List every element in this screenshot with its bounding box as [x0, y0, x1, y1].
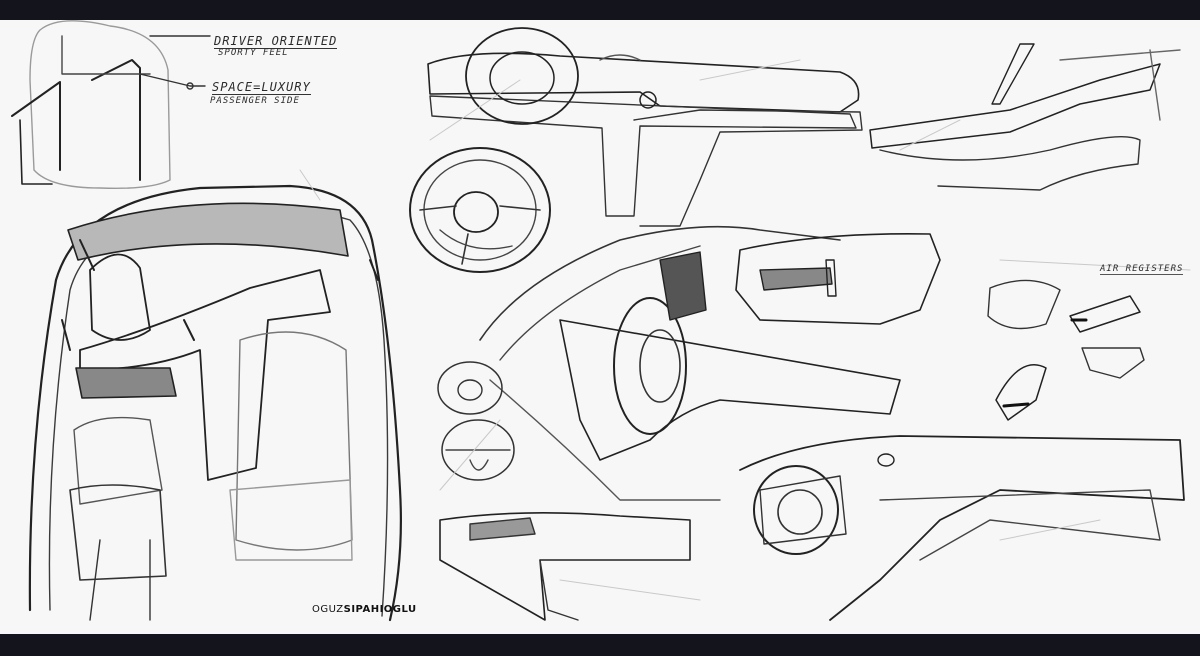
dashboard-bottom-right — [739, 435, 1185, 621]
steering-wheel-sketch — [409, 147, 551, 273]
console-sketch-right — [869, 43, 1181, 191]
small-wheel-sketches — [437, 361, 515, 481]
artist-signature: OGUZSIPAHIOGLU — [312, 604, 417, 615]
sketch-sheet: DRIVER ORIENTED SPORTY FEEL SPACE=LUXURY… — [0, 20, 1200, 634]
annotation-sporty-feel: SPORTY FEEL — [218, 48, 289, 58]
annotation-air-registers: AIR REGISTERS — [1100, 264, 1184, 275]
sketch-drawing — [11, 20, 1191, 622]
signature-first-name: OGUZ — [312, 604, 344, 615]
signature-last-name: SIPAHIOGLU — [343, 604, 417, 615]
small-cockpit-sketch — [11, 20, 211, 189]
dashboard-low-view — [439, 512, 691, 621]
dashboard-perspective-top — [427, 27, 863, 227]
annotation-driver-oriented: DRIVER ORIENTED — [214, 34, 338, 49]
annotation-space-luxury: SPACE=LUXURY — [212, 80, 311, 95]
air-register-sketches — [987, 279, 1145, 421]
annotation-passenger-side: PASSENGER SIDE — [210, 96, 300, 106]
interior-perspective-center — [479, 225, 941, 501]
top-view-cockpit — [28, 184, 402, 622]
